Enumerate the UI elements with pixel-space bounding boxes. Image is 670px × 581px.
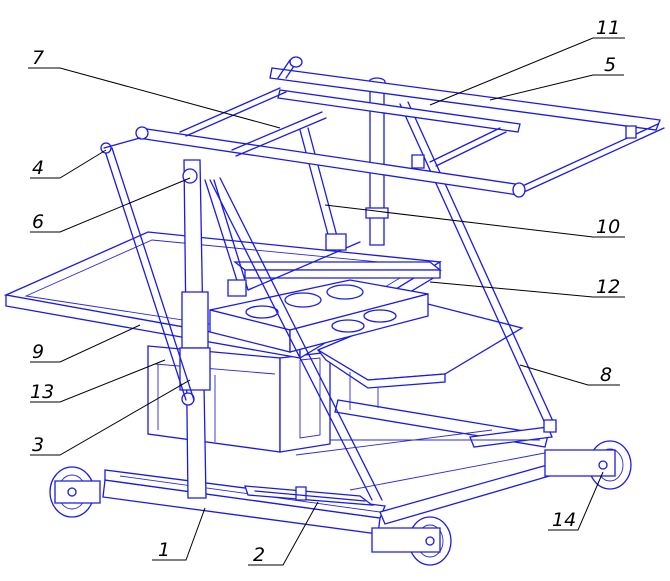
- wheel-front-left: [49, 466, 101, 518]
- callout-3: 3: [32, 434, 44, 456]
- punch-block: [209, 261, 442, 353]
- callout-labels: 1 2 3 4 5 6 7 8 9 10 11 12 13 14: [30, 17, 620, 566]
- callout-8: 8: [600, 364, 612, 386]
- callout-11: 11: [596, 17, 620, 39]
- wheel-rear-right: [544, 440, 632, 490]
- callout-13: 13: [30, 381, 54, 403]
- wheel-front-right: [371, 516, 452, 566]
- top-handle-frame: [103, 56, 665, 198]
- callout-2: 2: [253, 544, 265, 566]
- callout-4: 4: [32, 157, 44, 179]
- leader-lines: [28, 37, 625, 566]
- pedal-lever: [244, 485, 375, 506]
- tie-rods: [100, 101, 557, 501]
- callout-12: 12: [596, 276, 620, 298]
- callout-6: 6: [32, 211, 44, 233]
- callout-10: 10: [596, 216, 620, 238]
- callout-5: 5: [604, 54, 616, 76]
- front-column: [179, 159, 211, 499]
- callout-14: 14: [552, 509, 576, 531]
- callout-9: 9: [32, 341, 44, 363]
- callout-7: 7: [32, 47, 44, 69]
- callout-1: 1: [158, 539, 170, 561]
- base-frame: [102, 399, 571, 535]
